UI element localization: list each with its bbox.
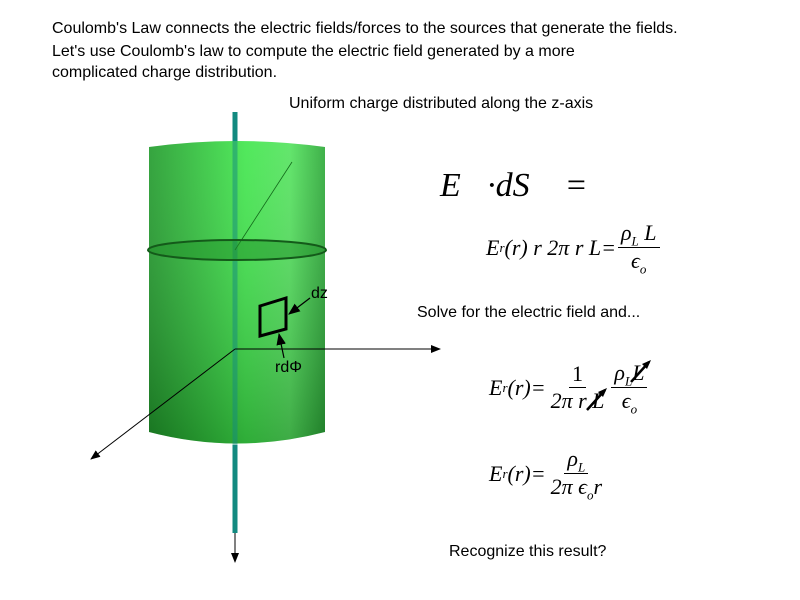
diagram-caption: Uniform charge distributed along the z-a… [289, 95, 594, 112]
surface-element [258, 295, 288, 338]
eq1-eps: ϵ [631, 248, 640, 274]
eq2-rest: (r)= [507, 374, 546, 400]
eq3-e: E [489, 460, 503, 486]
eq3-sub: r [502, 466, 508, 482]
eq1-sub: r [499, 240, 505, 256]
eq2-eps: ϵ [621, 388, 631, 414]
eq1-e: E [486, 234, 500, 260]
eq2-fraction-1: 1 2π r L [548, 361, 608, 415]
eq2-sub: r [502, 380, 508, 396]
eq3-den: 2π ϵ [550, 474, 587, 500]
label-rdphi: rdΦ [275, 359, 302, 376]
eq3-rho-sub: L [577, 459, 586, 475]
cancel-arrow-icon [630, 360, 652, 383]
closing-question: Recognize this result? [449, 543, 607, 560]
eq3-rest: (r)= [507, 460, 546, 486]
eq1-L: L [638, 220, 657, 245]
rdphi-pointer-arrow [276, 332, 286, 359]
dz-pointer-arrow [288, 297, 311, 315]
label-dz: dz [311, 285, 328, 302]
eq3-den-sub: o [586, 487, 594, 503]
eq2-one: 1 [568, 361, 586, 389]
eq2-eps-sub: o [630, 401, 638, 417]
cancel-arrow-icon [586, 388, 608, 412]
eq2-e: E [489, 374, 503, 400]
eq2-fraction-2: ρLL ϵo [611, 360, 652, 417]
intro-line-2: Let's use Coulomb's law to compute the e… [52, 43, 575, 60]
x-axis-arrow [90, 348, 236, 460]
eq3-rho: ρ [567, 446, 578, 471]
solve-text: Solve for the electric field and... [417, 304, 641, 321]
eq1-fraction: ρL L ϵo [617, 220, 660, 277]
eq1-rho-sub: L [631, 233, 639, 249]
gauss-law-equation: ∮ E⃗·dS⃗ = [405, 167, 588, 204]
eq2-rho: ρ [614, 360, 625, 385]
intro-line-1: Coulomb's Law connects the electric fiel… [52, 20, 678, 37]
eq2-rho-sub: L [624, 373, 633, 389]
radius-line [234, 161, 293, 251]
intro-line-3: complicated charge distribution. [52, 64, 278, 81]
eq1-rest: (r) r 2π r L= [504, 234, 616, 260]
eq3-r: r [593, 474, 603, 500]
eq1-eps-sub: o [639, 261, 647, 277]
equation-2: Er (r)= 1 2π r L ρLL ϵo [489, 360, 652, 417]
eq1-rho: ρ [620, 220, 632, 245]
eq3-fraction: ρL 2π ϵor [548, 446, 605, 502]
gaussian-ring [147, 239, 327, 261]
